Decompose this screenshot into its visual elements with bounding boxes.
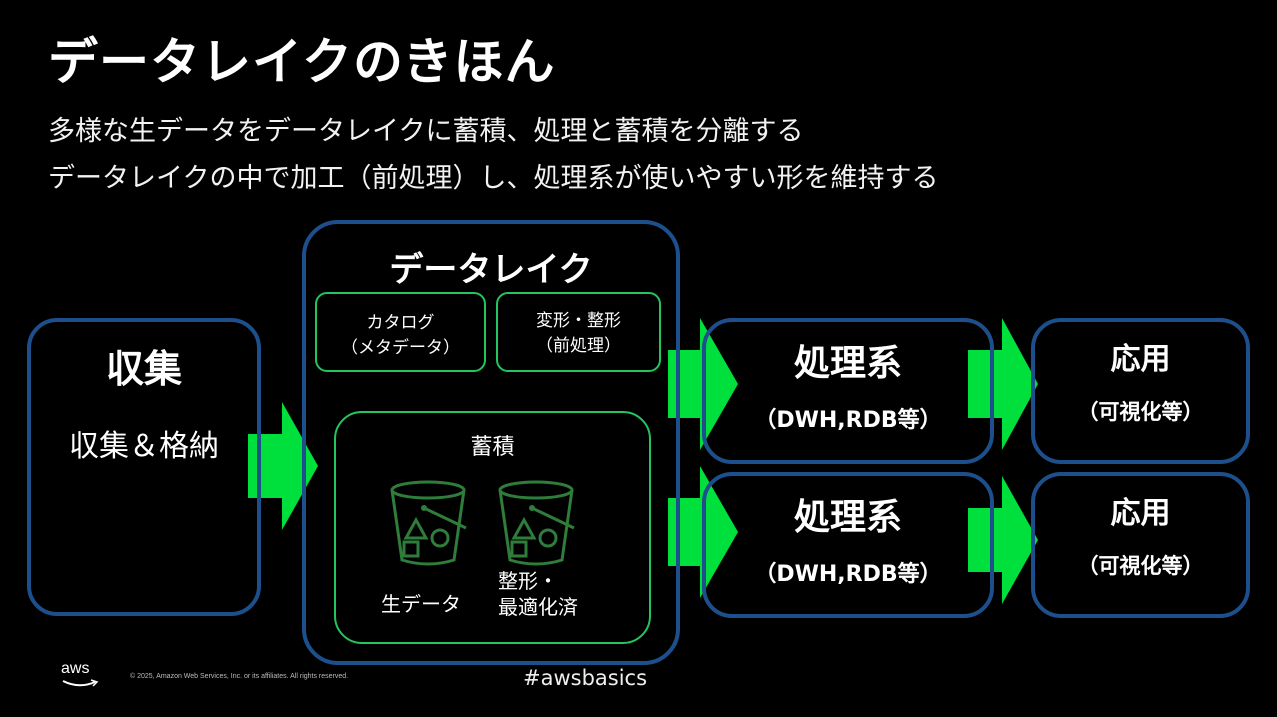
transform-sub: （前処理） [536, 336, 621, 356]
aws-smile-icon [62, 679, 99, 687]
page-title: データレイクのきほん [48, 33, 556, 91]
application-box-2: 応用 （可視化等） [1031, 472, 1250, 618]
aws-logo-text: aws [61, 660, 90, 677]
optimized-label-1: 整形・ [498, 569, 558, 593]
processing-desc: （DWH,RDB等） [754, 562, 942, 587]
transform-label: 変形・整形 [536, 311, 621, 331]
bucket-icon [498, 480, 575, 566]
data-lake-box: データレイク [302, 220, 680, 665]
arrow-processing-to-app-2 [968, 476, 1038, 604]
application-title: 応用 [1110, 496, 1171, 531]
application-desc: （可視化等） [1077, 554, 1204, 578]
catalog-sub: （メタデータ） [341, 338, 460, 358]
optimized-label-2: 最適化済 [498, 595, 578, 619]
storage-box: 蓄積 [334, 411, 651, 644]
catalog-label: カタログ [366, 313, 435, 333]
data-lake-title: データレイク [389, 250, 593, 290]
application-box-1: 応用 （可視化等） [1031, 318, 1250, 464]
optimized-data-label: 整形・ 最適化済 [498, 568, 578, 620]
processing-title: 処理系 [793, 497, 902, 538]
arrow-collect-to-lake [248, 402, 318, 530]
aws-logo: aws [61, 660, 99, 687]
copyright-text: © 2025, Amazon Web Services, Inc. or its… [130, 673, 349, 680]
collect-title: 収集 [105, 347, 182, 391]
collect-box: 収集 収集＆格納 [27, 318, 261, 616]
application-title: 応用 [1110, 342, 1171, 377]
raw-data-label: 生データ [381, 592, 461, 616]
catalog-box: カタログ （メタデータ） [315, 292, 486, 372]
application-desc: （可視化等） [1077, 400, 1204, 424]
processing-box-2: 処理系 （DWH,RDB等） [702, 472, 994, 618]
subtitle-2: データレイクの中で加工（前処理）し、処理系が使いやすい形を維持する [48, 163, 939, 194]
storage-title: 蓄積 [470, 435, 515, 460]
subtitle-1: 多様な生データをデータレイクに蓄積、処理と蓄積を分離する [48, 116, 804, 147]
hashtag-text: #awsbasics [523, 666, 648, 690]
processing-title: 処理系 [793, 343, 902, 384]
arrow-processing-to-app-1 [968, 318, 1038, 450]
transform-box: 変形・整形 （前処理） [496, 292, 661, 372]
processing-desc: （DWH,RDB等） [754, 408, 942, 433]
bucket-icon [390, 480, 467, 566]
collect-desc: 収集＆格納 [69, 429, 219, 464]
processing-box-1: 処理系 （DWH,RDB等） [702, 318, 994, 464]
